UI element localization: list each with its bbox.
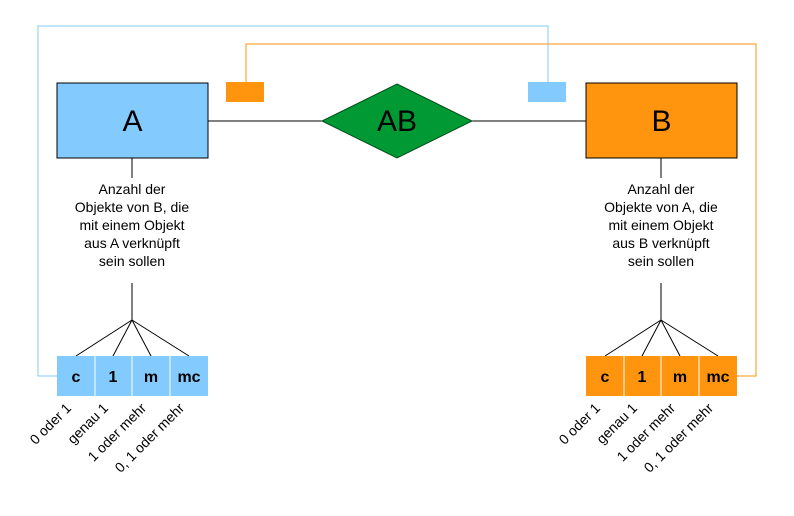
meaning-label: 0, 1 oder mehr bbox=[111, 400, 187, 476]
meaning-label: 0, 1 oder mehr bbox=[640, 400, 716, 476]
entity-a-label: A bbox=[122, 105, 142, 138]
description-b-line: Objekte von A, die bbox=[604, 199, 718, 215]
description-b-line: Anzahl der bbox=[628, 181, 695, 197]
meaning-label: 0 oder 1 bbox=[26, 400, 74, 448]
cardinality-cell-mc: mc bbox=[706, 369, 729, 386]
entity-a-box bbox=[56, 82, 209, 159]
cardinality-row-b: c 1 m mc bbox=[586, 356, 737, 396]
b-cardinality-link-line bbox=[245, 43, 757, 377]
cardinality-row-a: c 1 m mc bbox=[57, 356, 208, 396]
relationship-ab-label: AB bbox=[377, 105, 417, 138]
meaning-label: 0 oder 1 bbox=[555, 400, 603, 448]
cardinality-cell-1: 1 bbox=[638, 369, 647, 386]
description-b-line: sein sollen bbox=[628, 253, 694, 269]
description-a: Anzahl der Objekte von B, die mit einem … bbox=[75, 181, 190, 269]
description-b-line: mit einem Objekt bbox=[608, 217, 713, 233]
description-a-line: Anzahl der bbox=[99, 181, 166, 197]
cardinality-cell-1: 1 bbox=[109, 369, 118, 386]
description-a-line: Objekte von B, die bbox=[75, 199, 190, 215]
a-cardinality-marker bbox=[528, 82, 566, 102]
cardinality-cell-c: c bbox=[72, 369, 81, 386]
cardinality-cell-c: c bbox=[601, 369, 610, 386]
b-cardinality-marker bbox=[226, 82, 264, 102]
description-b-line: aus B verknüpft bbox=[612, 235, 709, 251]
cardinality-cell-mc: mc bbox=[177, 369, 200, 386]
fan-lines-b bbox=[604, 283, 719, 357]
description-a-line: aus A verknüpft bbox=[84, 235, 180, 251]
a-cardinality-link-line bbox=[37, 25, 549, 377]
entity-b-label: B bbox=[651, 105, 671, 138]
cardinality-meanings-a: 0 oder 1 genau 1 1 oder mehr 0, 1 oder m… bbox=[26, 400, 187, 476]
cardinality-cell-m: m bbox=[673, 369, 687, 386]
description-b: Anzahl der Objekte von A, die mit einem … bbox=[604, 181, 718, 269]
description-a-line: sein sollen bbox=[99, 253, 165, 269]
fan-lines-a bbox=[75, 283, 190, 357]
cardinality-cell-m: m bbox=[144, 369, 158, 386]
entity-b-box bbox=[585, 82, 738, 159]
cardinality-meanings-b: 0 oder 1 genau 1 1 oder mehr 0, 1 oder m… bbox=[555, 400, 716, 476]
description-a-line: mit einem Objekt bbox=[79, 217, 184, 233]
relationship-ab-diamond bbox=[320, 83, 474, 159]
